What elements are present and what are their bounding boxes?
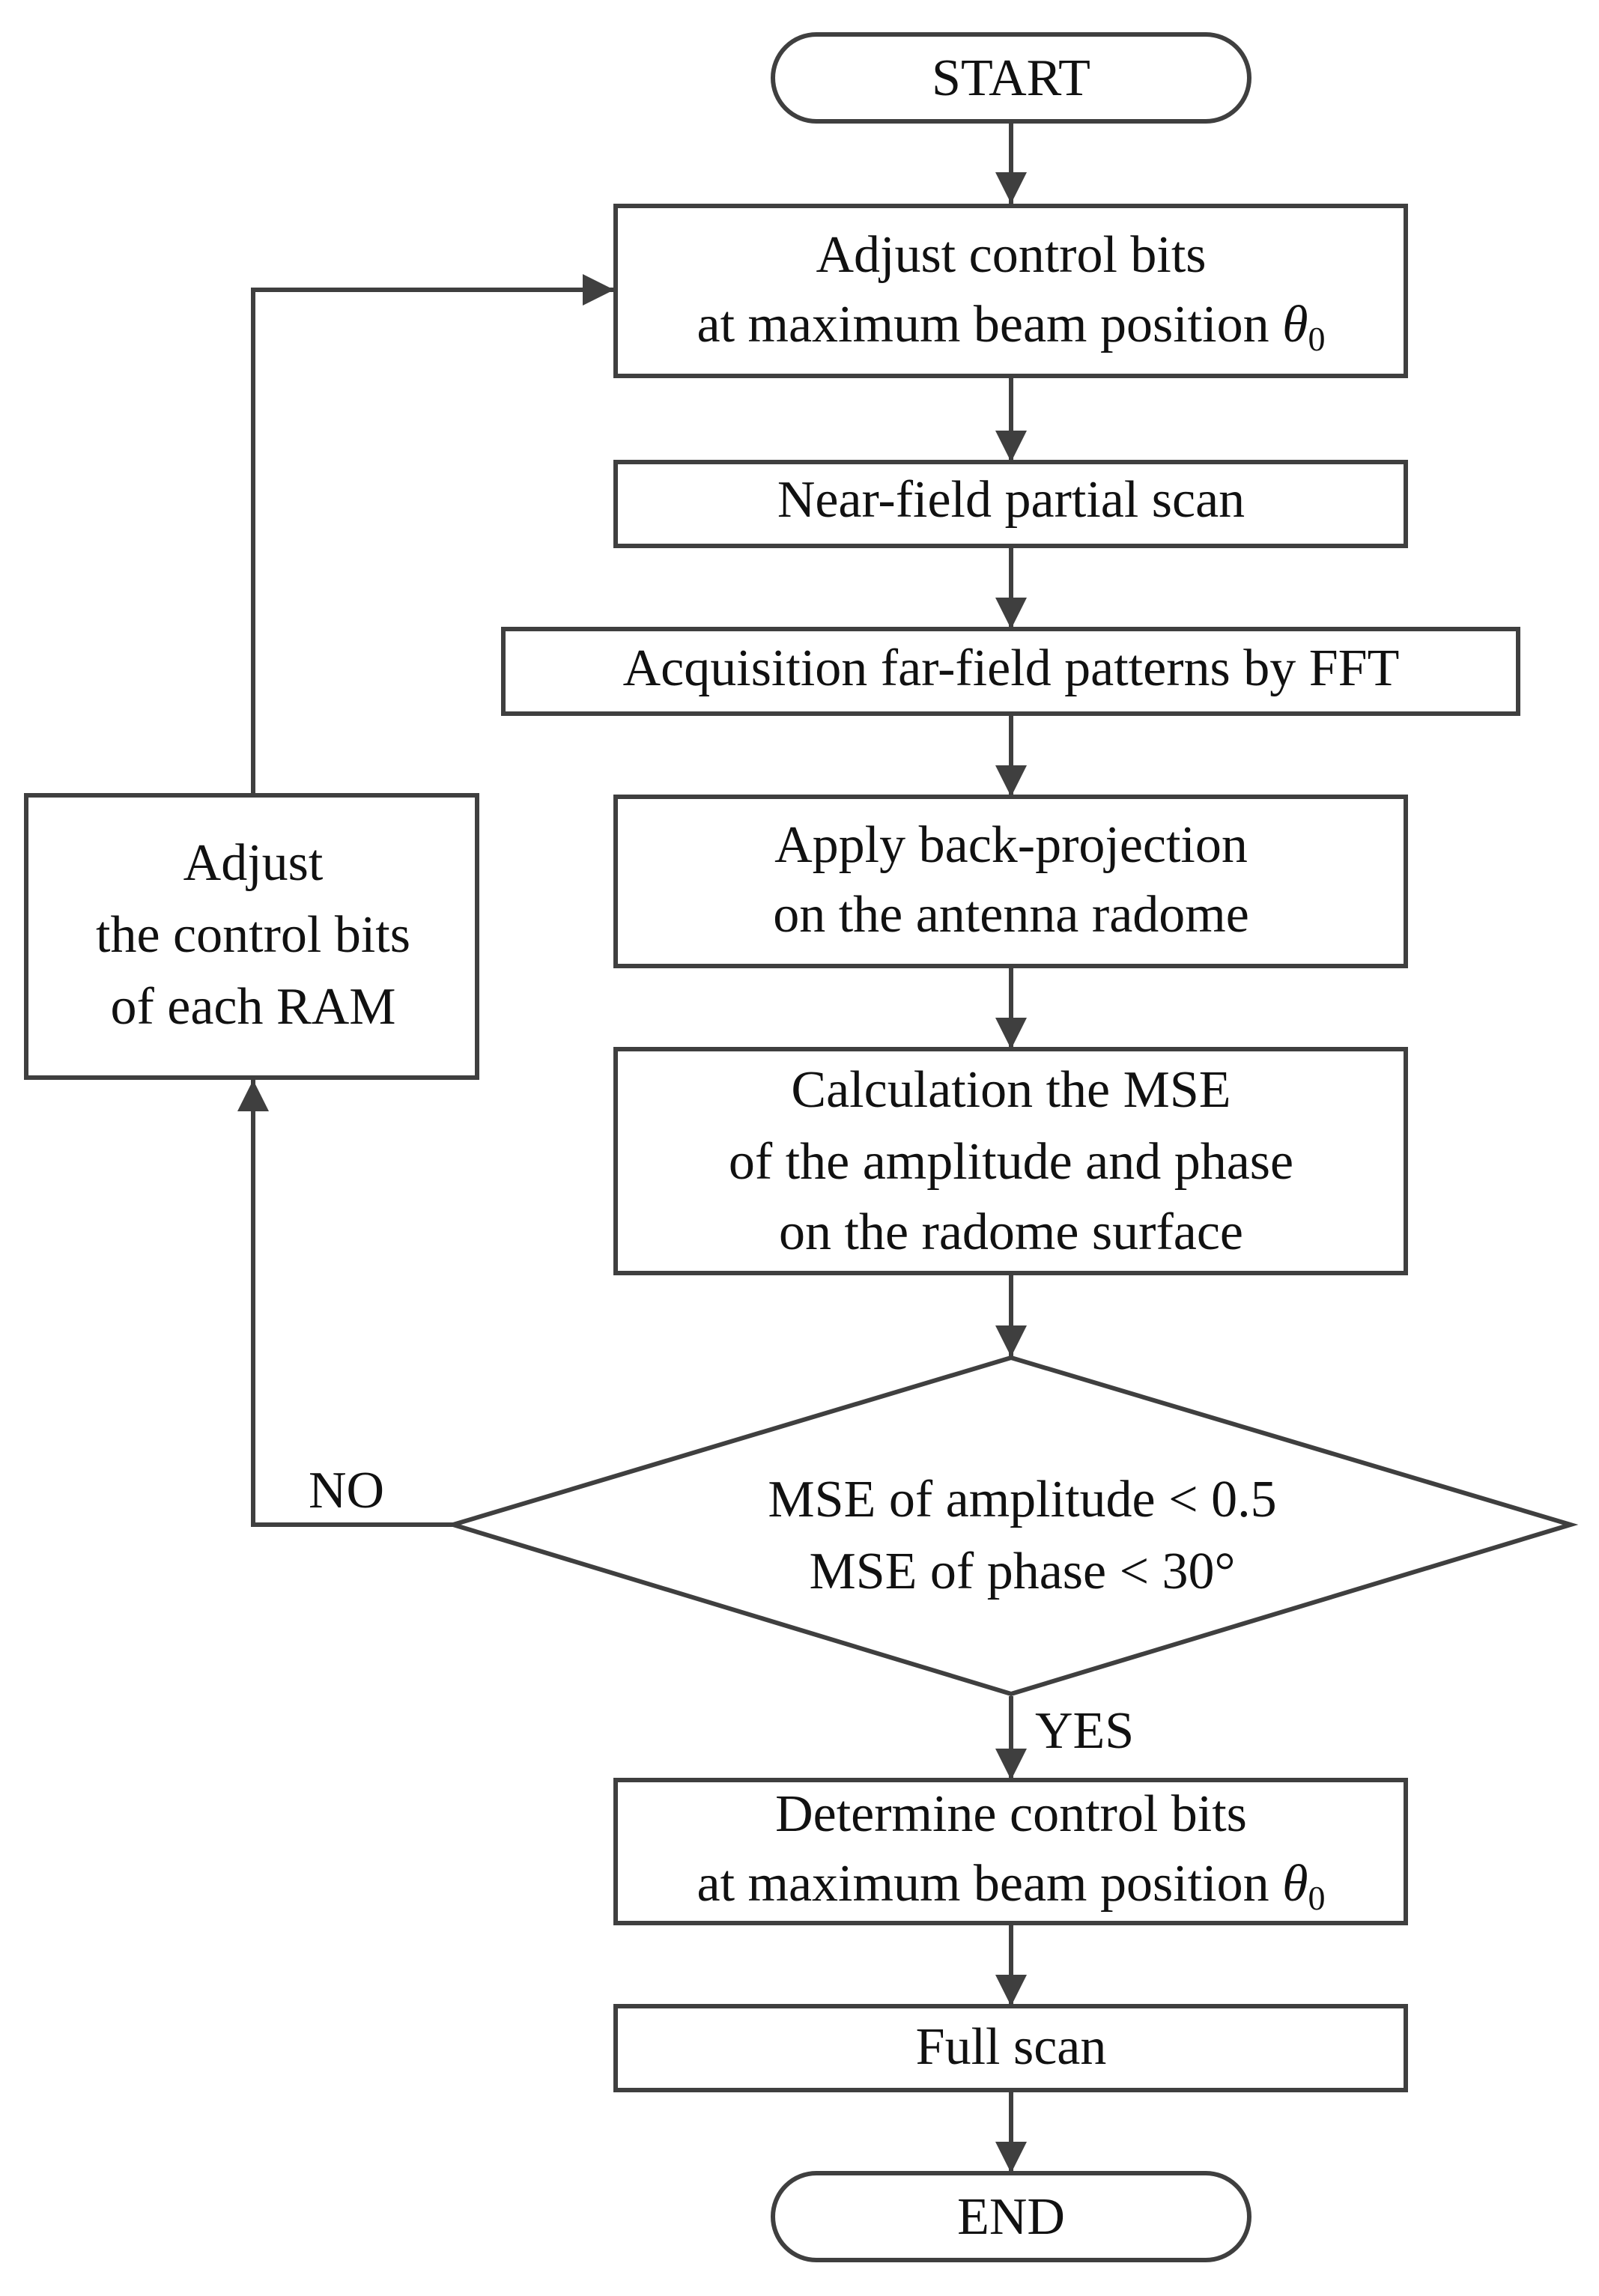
end-terminator: END (771, 2171, 1251, 2262)
back-projection-line-1: Apply back-projection (774, 816, 1248, 874)
arrow-adjust-ram-to-adjust-control (251, 274, 614, 795)
adjust-each-ram-line-2: the control bits (96, 906, 410, 964)
theta-subscript: 0 (1308, 320, 1325, 358)
adjust-control-bits-box: Adjust control bits at maximum beam posi… (613, 204, 1408, 378)
calculation-mse-box: Calculation the MSE of the amplitude and… (613, 1047, 1408, 1275)
no-edge-label: NO (309, 1462, 384, 1519)
adjust-control-bits-line-1: Adjust control bits (816, 226, 1206, 284)
calculation-mse-line-3: on the radome surface (779, 1203, 1243, 1261)
adjust-control-bits-line-2: at maximum beam position θ0 (697, 296, 1326, 358)
decision-line-2: MSE of phase < 30° (809, 1543, 1235, 1600)
calculation-mse-line-1: Calculation the MSE (791, 1061, 1231, 1119)
theta-subscript: 0 (1308, 1879, 1325, 1917)
theta-symbol: θ (1282, 296, 1308, 353)
full-scan-label: Full scan (916, 2018, 1107, 2076)
determine-control-bits-line-1: Determine control bits (775, 1785, 1247, 1843)
full-scan-box: Full scan (613, 2004, 1408, 2092)
adjust-each-ram-line-1: Adjust (183, 834, 324, 892)
start-terminator: START (771, 32, 1251, 124)
acquisition-fft-label: Acquisition far-field patterns by FFT (623, 640, 1400, 697)
back-projection-line-2: on the antenna radome (773, 886, 1249, 944)
near-field-scan-box: Near-field partial scan (613, 460, 1408, 548)
determine-control-bits-box: Determine control bits at maximum beam p… (613, 1778, 1408, 1925)
acquisition-fft-box: Acquisition far-field patterns by FFT (501, 627, 1520, 716)
determine-control-bits-line-2: at maximum beam position θ0 (697, 1855, 1326, 1917)
theta-symbol: θ (1282, 1855, 1308, 1913)
decision-line-1: MSE of amplitude < 0.5 (768, 1471, 1276, 1528)
back-projection-box: Apply back-projection on the antenna rad… (613, 795, 1408, 968)
adjust-each-ram-line-3: of each RAM (110, 978, 395, 1036)
calculation-mse-line-2: of the amplitude and phase (729, 1133, 1293, 1191)
arrow-decision-no-to-adjust-ram (237, 1080, 453, 1527)
start-label: START (932, 49, 1090, 107)
mse-decision-diamond: MSE of amplitude < 0.5 MSE of phase < 30… (445, 1355, 1579, 1697)
end-label: END (957, 2188, 1065, 2246)
near-field-scan-label: Near-field partial scan (777, 471, 1245, 529)
adjust-each-ram-box: Adjust the control bits of each RAM (24, 793, 479, 1080)
yes-edge-label: YES (1035, 1702, 1134, 1760)
